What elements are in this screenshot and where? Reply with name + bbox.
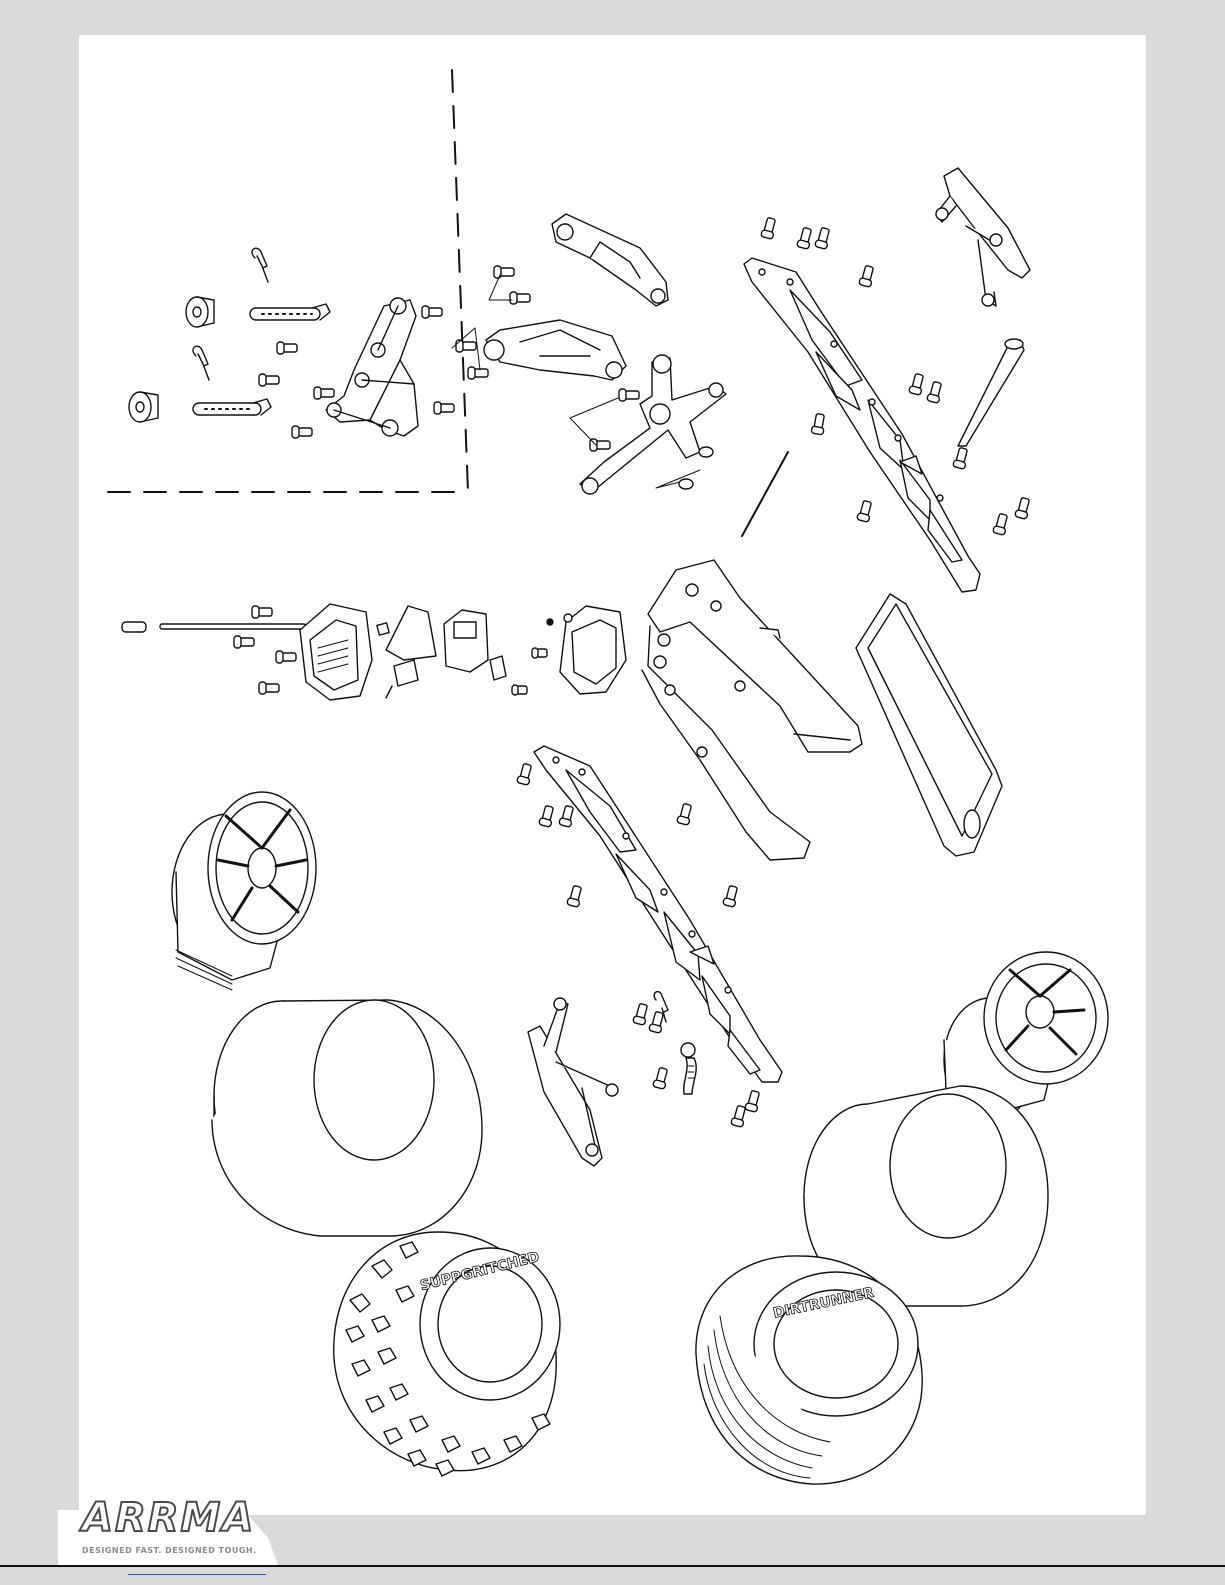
left-tire (334, 1232, 560, 1476)
right-tire (696, 1256, 922, 1484)
long-shaft (958, 339, 1024, 446)
hinge-pin-lower (193, 399, 271, 415)
upper-chassis-plate (744, 258, 980, 592)
front-bulkhead (326, 298, 418, 436)
battery-tray (642, 560, 862, 860)
hinge-pin-group (129, 248, 330, 422)
thin-rod (742, 452, 788, 536)
upper-arm (552, 214, 668, 306)
lower-arm (484, 320, 626, 380)
bottom-rule (0, 1565, 1225, 1567)
left-wheel-rim (172, 792, 316, 990)
brand-logo: ARRMA (82, 1498, 255, 1538)
body-clip-2 (193, 346, 209, 380)
bushing-lower (129, 392, 158, 422)
receiver-box-lid (300, 604, 372, 700)
front-bumper-brace (528, 998, 618, 1166)
rear-bumper-brace (936, 168, 1030, 306)
receiver-wire-clip (377, 606, 436, 698)
footer-link-underline[interactable] (128, 1574, 266, 1575)
body-clip-1 (252, 248, 268, 282)
left-foam-insert (212, 1000, 482, 1236)
brand-tagline: DESIGNED FAST. DESIGNED TOUGH. (82, 1546, 257, 1555)
servo-saver-rod (122, 622, 306, 632)
hinge-pin-upper (250, 304, 330, 320)
receiver-unit (444, 610, 506, 680)
battery-strap (856, 594, 1002, 856)
antenna-tube (681, 1043, 696, 1094)
bushing-upper (186, 297, 214, 327)
receiver-box-base (547, 606, 626, 694)
